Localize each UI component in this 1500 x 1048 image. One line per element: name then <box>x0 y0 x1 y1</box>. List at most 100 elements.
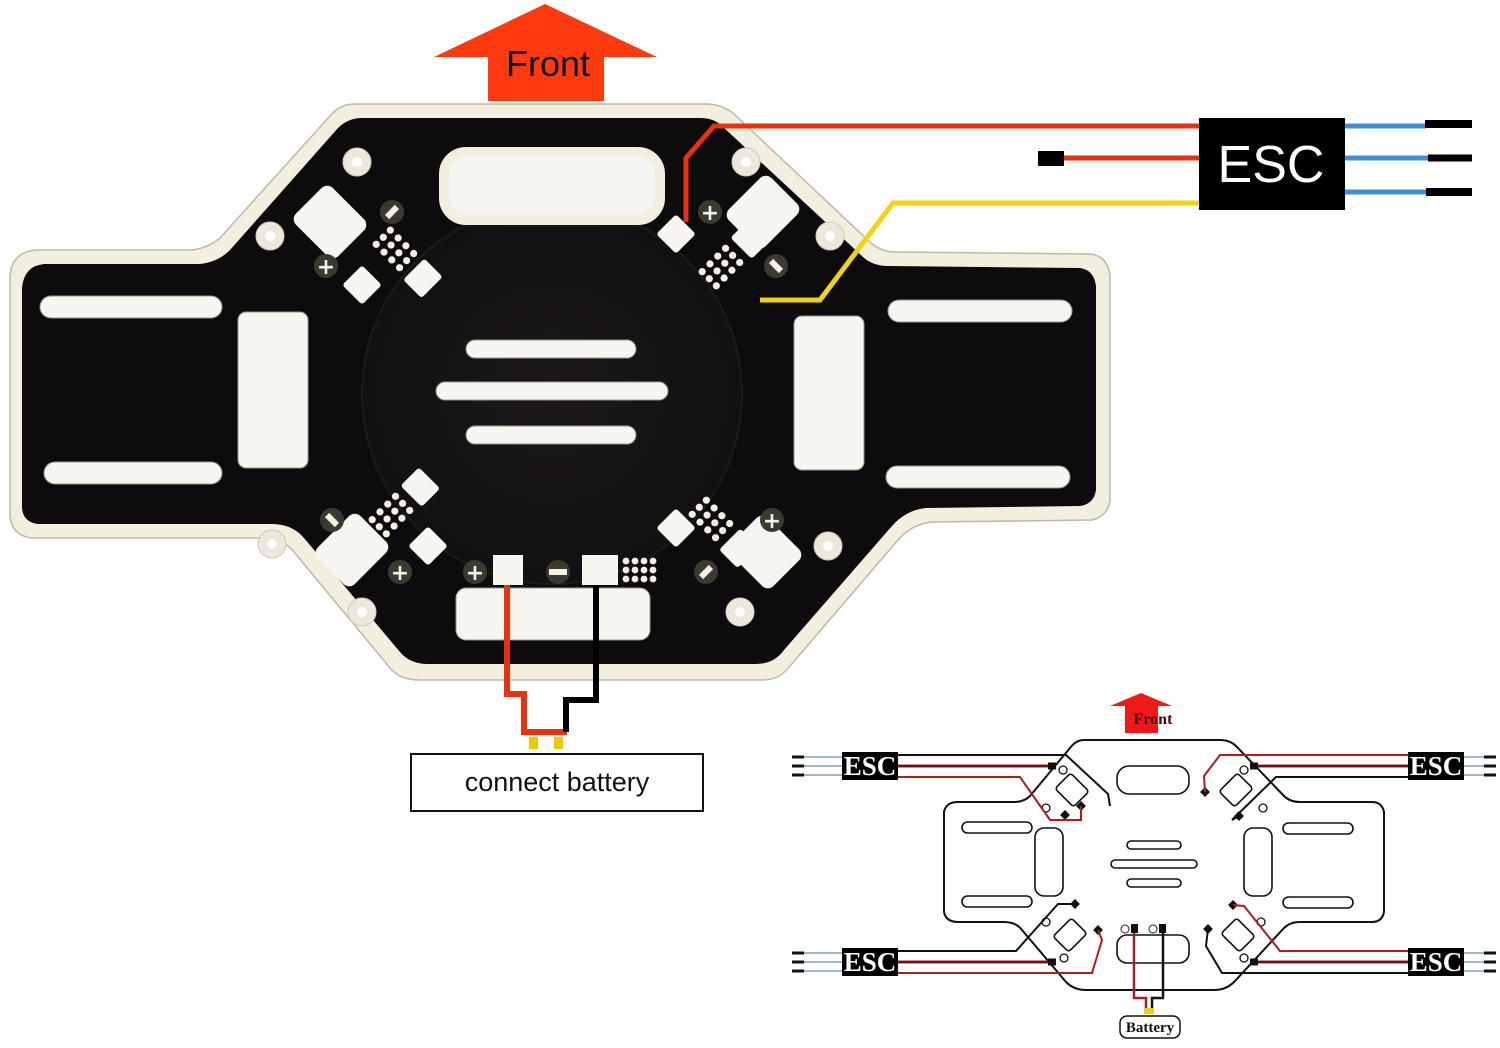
via <box>711 519 719 527</box>
via <box>403 257 411 265</box>
mounting-hole-center <box>352 157 362 167</box>
via <box>402 242 410 250</box>
inset-esc-negative-wire <box>1231 776 1408 821</box>
front-label: Front <box>506 43 590 84</box>
via-pad <box>720 529 758 567</box>
mounting-hole-center <box>823 541 833 551</box>
left-window <box>237 311 309 469</box>
mounting-hole-center <box>735 607 745 617</box>
inset-esc-bottom-left: ESC <box>792 903 1104 977</box>
inset-right-slot-top <box>1282 822 1354 835</box>
inset-front-arrow: Front <box>1110 693 1173 733</box>
via <box>376 508 384 516</box>
battery-minus-sign <box>549 569 567 575</box>
mounting-hole-center <box>741 157 751 167</box>
battery-negative-wire <box>563 585 599 732</box>
inset-bec-connector <box>1048 958 1056 966</box>
inset-battery-plus-marker <box>1120 924 1130 934</box>
battery-vias <box>622 557 657 583</box>
battery-via <box>640 557 648 565</box>
esc-wiring: ESC <box>683 118 1472 303</box>
inset-esc-label: ESC <box>1410 947 1463 977</box>
via <box>375 523 383 531</box>
center-slot-1 <box>465 339 637 359</box>
battery-positive-pad <box>493 555 523 585</box>
left-arm-slot-bottom <box>43 461 223 485</box>
esc-label: ESC <box>1218 136 1325 194</box>
inset-slots <box>961 765 1354 964</box>
inset-esc-box <box>1408 752 1464 780</box>
via <box>728 266 736 274</box>
via <box>391 507 399 515</box>
via <box>406 506 414 515</box>
front-arrow: Front <box>434 4 657 101</box>
main-diagram: Front ++++ + <box>9 4 1472 812</box>
via-pad <box>404 259 442 297</box>
plus-sign: + <box>317 255 335 280</box>
plus-sign: + <box>701 201 719 226</box>
connect-battery-frame <box>410 753 704 812</box>
via <box>713 267 721 275</box>
inset-battery-negative-wire <box>1150 933 1165 1010</box>
via <box>695 503 703 511</box>
inset-battery: Battery <box>1119 924 1181 1039</box>
via <box>688 510 696 518</box>
inset-esc-negative-wire <box>1204 928 1408 974</box>
inset-motor-pad <box>1053 918 1087 952</box>
via-array <box>688 496 758 567</box>
inset-esc-positive-wire <box>898 776 1082 821</box>
plus-marker <box>698 200 722 224</box>
via <box>711 534 720 542</box>
inset-battery-positive-wire <box>1132 933 1148 1010</box>
via <box>696 518 704 526</box>
plus-marker <box>760 508 784 532</box>
top-cutout <box>439 147 665 225</box>
via <box>721 259 729 267</box>
inset-pad-group-front-right <box>1200 765 1268 821</box>
inset-left-slot-top <box>961 821 1033 834</box>
via <box>720 274 728 282</box>
right-arm-slot-top <box>887 299 1073 323</box>
mounting-hole-center <box>825 231 835 241</box>
right-arm-slot-bottom <box>885 465 1071 489</box>
motor-power-pad <box>293 185 367 259</box>
via <box>721 244 730 252</box>
esc-signal-pad <box>409 527 447 565</box>
inset-pad-group-rear-left <box>1041 899 1103 963</box>
inset-esc-top-left: ESC <box>792 751 1111 821</box>
inset-esc-negative-wire <box>898 903 1075 952</box>
via <box>398 514 406 522</box>
plus-sign: + <box>391 561 409 586</box>
plus-marker <box>314 254 338 278</box>
left-arm-slot-top <box>39 295 223 319</box>
inset-esc-pads <box>1041 765 1268 963</box>
inset-center-slot-2 <box>1110 859 1198 869</box>
via <box>384 500 392 508</box>
inset-solder-pad <box>1060 810 1070 820</box>
inset-esc-box <box>1408 948 1464 976</box>
front-arrow-shape <box>434 4 657 101</box>
inset-right-window <box>1243 827 1273 897</box>
inset-front-arrow-shape <box>1110 693 1172 733</box>
inset-frame-outline <box>943 739 1385 991</box>
mounting-hole-center <box>357 607 367 617</box>
pad-group-rear-left: + <box>257 508 447 627</box>
esc-signal-pad <box>657 215 695 253</box>
esc-box <box>1199 118 1345 210</box>
via <box>372 240 380 248</box>
connect-battery-label: connect battery <box>465 767 650 797</box>
via-array <box>372 226 442 297</box>
battery-plus-sign: + <box>466 561 484 586</box>
inset-mounting-hole <box>1239 765 1249 775</box>
battery-via <box>649 557 657 565</box>
via <box>712 282 720 290</box>
inset-center-slot-1 <box>1126 840 1182 850</box>
inset-bec-connector <box>1250 958 1258 966</box>
inset-mounting-hole <box>1239 953 1249 963</box>
inset-motor-pad <box>1221 918 1255 952</box>
center-slot-2 <box>435 381 669 401</box>
via <box>729 251 737 259</box>
plus-marker <box>388 560 412 584</box>
